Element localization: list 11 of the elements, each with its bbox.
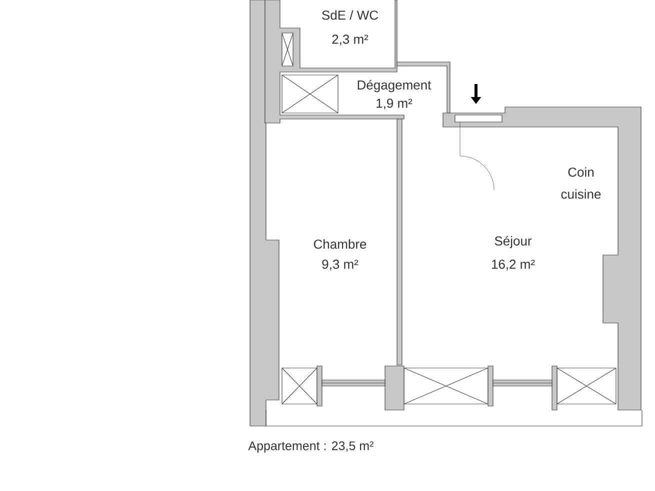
room-label: 16,2 m² bbox=[492, 260, 535, 270]
room-label: Séjour bbox=[494, 236, 532, 248]
room-label: Coin bbox=[568, 167, 594, 177]
room-label: 1,9 m² bbox=[376, 98, 412, 110]
caption: Appartement : 23,5 m² bbox=[248, 441, 374, 453]
room-label: Dégagement bbox=[358, 80, 432, 92]
room-label: cuisine bbox=[561, 189, 601, 199]
room-label: 9,3 m² bbox=[322, 260, 358, 270]
room-label: Chambre bbox=[314, 239, 366, 249]
room-label: SdE / WC bbox=[322, 10, 378, 20]
room-label: 2,3 m² bbox=[332, 34, 368, 46]
